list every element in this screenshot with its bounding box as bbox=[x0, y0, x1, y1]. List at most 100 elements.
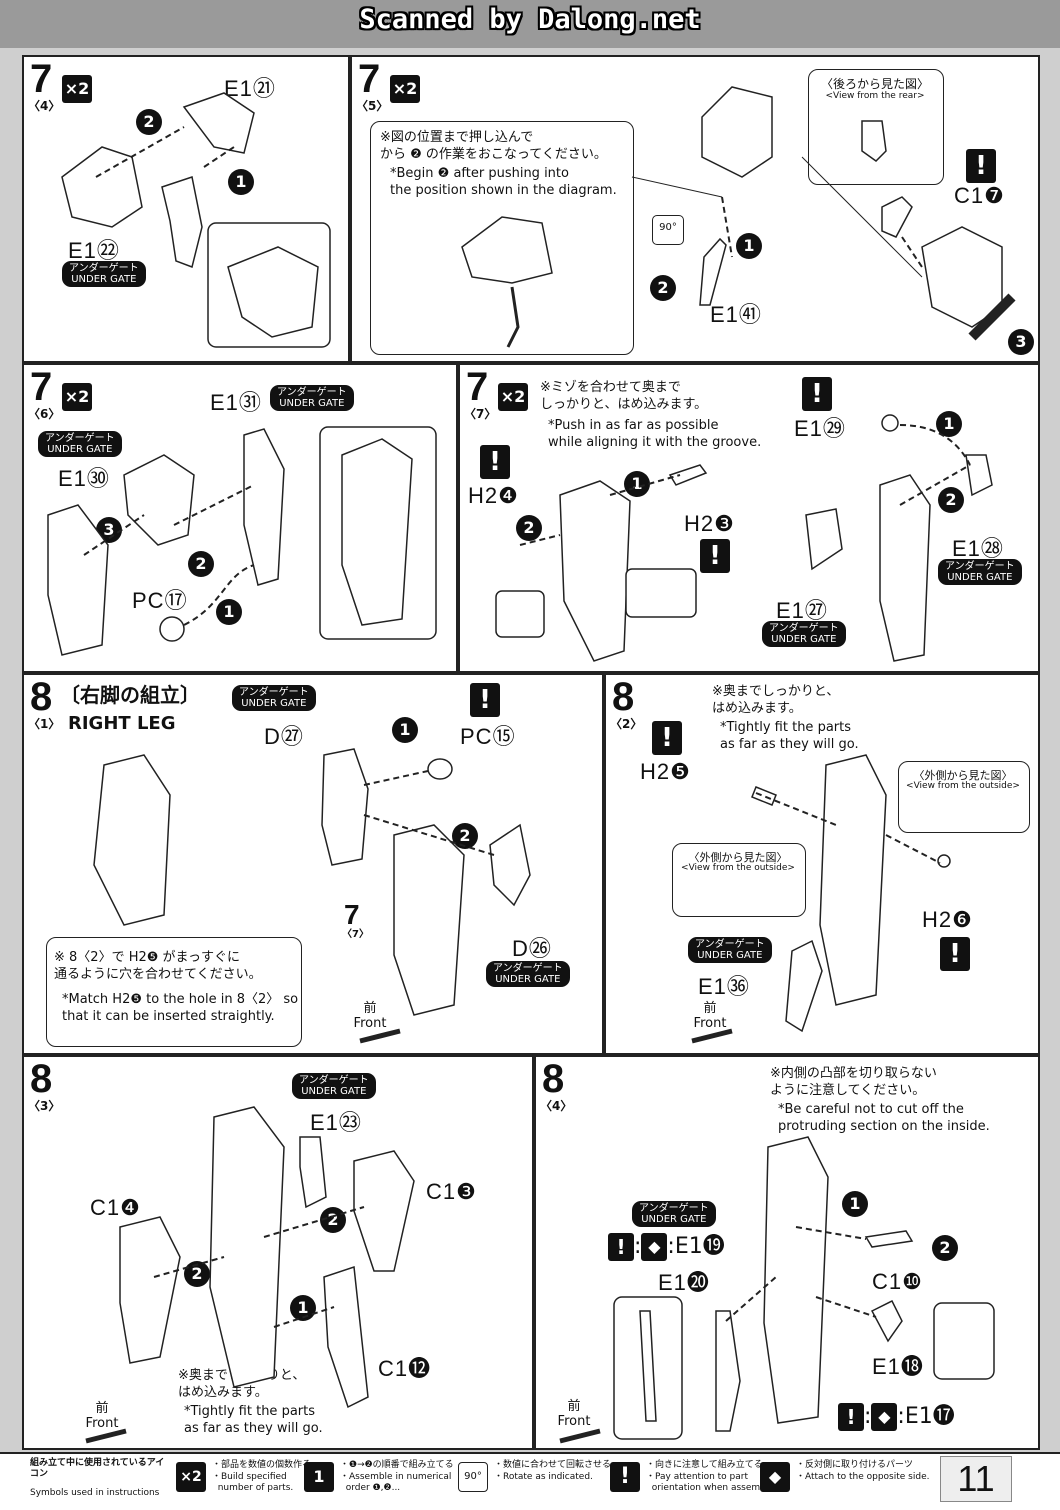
under-gate-badge: アンダーゲート UNDER GATE bbox=[688, 937, 772, 963]
step-arrow-1-icon: 1 bbox=[842, 1191, 868, 1217]
substep-label: 〈5〉 bbox=[356, 99, 389, 113]
step-arrow-2-icon: 2 bbox=[932, 1235, 958, 1261]
front-label-en: Front bbox=[353, 1016, 387, 1031]
legend-en: ・Attach to the opposite side. bbox=[796, 1472, 930, 1482]
page-number: 11 bbox=[940, 1456, 1012, 1502]
outside-view-caption-en: <View from the outside> bbox=[681, 863, 795, 873]
step-arrow-1-icon: 1 bbox=[228, 169, 254, 195]
note-en: *Push in as far as possible while aligni… bbox=[548, 418, 762, 450]
legend-title-jp: 組み立て中に使用されているアイコン bbox=[30, 1458, 165, 1479]
note-en: *Match H2❺ to the hole in 8〈2〉 so that i… bbox=[62, 992, 299, 1024]
part-label: E1 bbox=[674, 1234, 703, 1259]
front-label-en: Front bbox=[557, 1414, 591, 1429]
substep-label: 〈6〉 bbox=[28, 407, 61, 421]
section-title-en: RIGHT LEG bbox=[68, 713, 176, 734]
part-c1-4: C1❹ bbox=[90, 1195, 141, 1220]
step-arrow-2-icon: 2 bbox=[452, 823, 478, 849]
shoulder-assembly-illustration bbox=[461, 86, 1016, 348]
part-h2-4: H2❹ bbox=[468, 483, 519, 508]
part-e1-27: E1㉗ bbox=[776, 598, 828, 623]
opposite-side-icon: ◆ bbox=[641, 1233, 668, 1261]
outside-view-caption-jp: 〈外側から見た図〉 bbox=[913, 769, 1013, 782]
step-number: 7 bbox=[358, 57, 381, 101]
legend-title: 組み立て中に使用されているアイコン Symbols used in instru… bbox=[30, 1458, 170, 1498]
caution-icon: ! bbox=[470, 683, 500, 717]
front-label-en: Front bbox=[85, 1416, 119, 1431]
under-gate-badge: アンダーゲート UNDER GATE bbox=[62, 261, 146, 287]
step-7-5-panel: 7 〈5〉 ×2 ※図の位置まで押し込んで から ❷ の作業をおこなってください… bbox=[350, 55, 1040, 363]
legend-en: ・Rotate as indicated. bbox=[494, 1472, 593, 1482]
outside-view-box bbox=[898, 761, 1030, 833]
substep-label: 〈1〉 bbox=[28, 717, 61, 731]
front-indicator: 前 Front bbox=[690, 997, 730, 1031]
note-jp: ※ミゾを合わせて奥まで しっかりと、はめ込みます。 bbox=[540, 380, 708, 412]
substep-label: 〈4〉 bbox=[540, 1099, 573, 1113]
step-number: 7 bbox=[30, 57, 53, 101]
under-gate-badge: アンダーゲート UNDER GATE bbox=[486, 961, 570, 987]
front-indicator: 前 Front bbox=[350, 997, 390, 1031]
part-e1-19-line: !:◆:E1⓳ bbox=[608, 1233, 725, 1261]
part-c1-3: C1❸ bbox=[426, 1179, 477, 1204]
caution-icon: ! bbox=[940, 937, 970, 971]
step-arrow-2-icon: 2 bbox=[516, 515, 542, 541]
part-pc-17: PC⑰ bbox=[132, 588, 188, 613]
legend-en: ・Assemble in numerical order ❶,❷... bbox=[340, 1472, 452, 1493]
caution-icon: ! bbox=[608, 1233, 634, 1261]
note-en: *Tightly fit the parts as far as they wi… bbox=[720, 720, 859, 752]
part-e1-28: E1㉘ bbox=[952, 536, 1004, 561]
rear-view-caption-jp: 〈後ろから見た図〉 bbox=[820, 77, 929, 91]
legend-jp: ・❶→❷の順番で組み立てる bbox=[340, 1460, 454, 1470]
opposite-side-icon: ◆ bbox=[871, 1403, 898, 1431]
part-c1-10: C1❿ bbox=[872, 1269, 923, 1294]
symbols-legend: 組み立て中に使用されているアイコン Symbols used in instru… bbox=[0, 1452, 1060, 1510]
rear-view-box bbox=[808, 69, 944, 185]
step-number: 8 bbox=[542, 1057, 565, 1101]
step-8-2-panel: 8 〈2〉 ※奥までしっかりと、 はめ込みます。 *Tightly fit th… bbox=[604, 673, 1040, 1055]
legend-item-multiply: ×2 ・部品を数値の個数作る ・Build specified number o… bbox=[176, 1460, 311, 1500]
part-e1-41: E1㊶ bbox=[710, 302, 762, 327]
caution-icon: ! bbox=[700, 539, 730, 573]
part-e1-29: E1㉙ bbox=[794, 416, 846, 441]
multiply-icon: ×2 bbox=[498, 383, 528, 411]
multiply-icon: ×2 bbox=[62, 383, 92, 411]
lower-leg-illustration bbox=[495, 414, 993, 662]
caution-icon: ! bbox=[480, 445, 510, 479]
part-h2-5: H2❺ bbox=[640, 759, 691, 784]
under-gate-badge: アンダーゲート UNDER GATE bbox=[762, 621, 846, 647]
multiply-icon: ×2 bbox=[176, 1462, 206, 1492]
multiply-icon: ×2 bbox=[390, 75, 420, 103]
caution-icon: ! bbox=[652, 721, 682, 755]
step-8-1-panel: 8 〈1〉 〔右脚の組立〕 RIGHT LEG アンダーゲート UNDER GA… bbox=[22, 673, 604, 1055]
part-number: ⓳ bbox=[702, 1234, 725, 1259]
under-gate-badge: アンダーゲート UNDER GATE bbox=[938, 559, 1022, 585]
scanner-credit: Scanned by Dalong.net bbox=[359, 4, 701, 35]
caution-icon: ! bbox=[610, 1462, 640, 1492]
part-d-27: D㉗ bbox=[264, 724, 304, 749]
legend-jp: ・部品を数値の個数作る bbox=[212, 1460, 312, 1470]
legend-item-order: 1 ・❶→❷の順番で組み立てる ・Assemble in numerical o… bbox=[304, 1460, 454, 1500]
rear-view-caption-en: <View from the rear> bbox=[825, 91, 925, 101]
note-jp: ※内側の凸部を切り取らない ように注意してください。 bbox=[770, 1066, 937, 1098]
legend-jp: ・反対側に取り付けるパーツ bbox=[796, 1460, 913, 1470]
legend-item-rotate: 90° ・数値に合わせて回転させる ・Rotate as indicated. bbox=[458, 1460, 611, 1500]
section-title-jp: 〔右脚の組立〕 bbox=[60, 683, 200, 707]
part-e1-17-line: !:◆:E1⓱ bbox=[838, 1403, 955, 1431]
leg-assembly-illustration bbox=[47, 426, 437, 656]
substep-label: 〈7〉 bbox=[464, 407, 497, 421]
step-number: 7 bbox=[30, 365, 53, 409]
step-8-4-panel: 8 〈4〉 ※内側の凸部を切り取らない ように注意してください。 *Be car… bbox=[534, 1055, 1040, 1450]
outside-view-caption-jp: 〈外側から見た図〉 bbox=[688, 851, 788, 864]
reference-step-number: 7 bbox=[344, 899, 360, 930]
step-arrow-1-icon: 1 bbox=[624, 471, 650, 497]
part-pc-15: PC⑮ bbox=[460, 724, 516, 749]
note-en: *Tightly fit the parts as far as they wi… bbox=[184, 1404, 323, 1436]
thigh-assembly-illustration bbox=[85, 1106, 415, 1444]
step-arrow-2-icon: 2 bbox=[938, 487, 964, 513]
right-leg-illustration bbox=[93, 748, 531, 1044]
under-gate-badge: アンダーゲート UNDER GATE bbox=[632, 1201, 716, 1227]
step-arrow-2-icon: 2 bbox=[136, 109, 162, 135]
step-arrow-1-icon: 1 bbox=[936, 411, 962, 437]
step-number: 8 bbox=[30, 675, 53, 719]
part-number: ⓱ bbox=[932, 1404, 955, 1429]
front-indicator: 前 Front bbox=[82, 1397, 122, 1431]
